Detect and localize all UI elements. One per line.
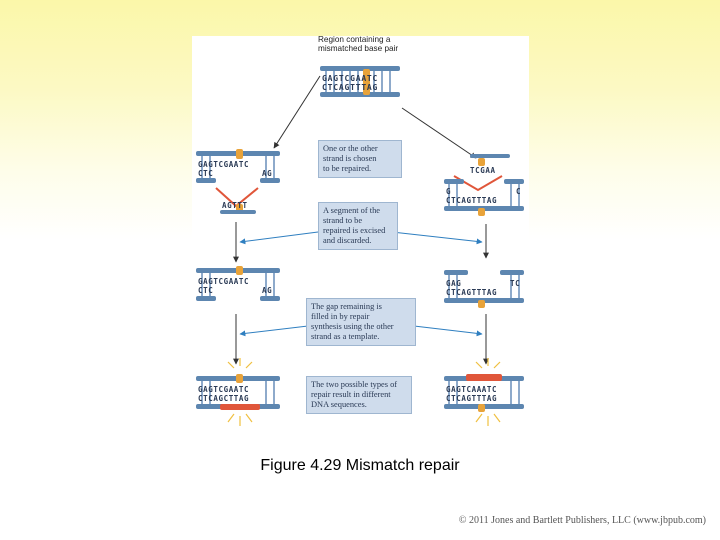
- note-line: and discarded.: [323, 236, 372, 245]
- note-gap-filled: The gap remaining is filled in by repair…: [306, 298, 416, 346]
- right-step2-top-left-seq: GAG: [446, 279, 461, 288]
- left-step1-duplex: GAGTCGAATC CTC AG AGTTT: [196, 149, 280, 214]
- note-line: One or the other: [323, 144, 378, 153]
- note-two-repairs: The two possible types of repair result …: [306, 376, 412, 414]
- note-line: strand to be: [323, 216, 363, 225]
- right-result-duplex: GAGTCAAATC CTCAGTTTAG: [444, 358, 524, 426]
- left-result-repair-patch: [220, 404, 260, 410]
- note-line: repair result in different: [311, 390, 391, 399]
- region-label: Region containing a mismatched base pair: [318, 35, 398, 53]
- right-step2-duplex: GAG TC CTCAGTTTAG: [444, 270, 524, 308]
- pointer-note2-left: [239, 231, 319, 245]
- right-step1-top-right-seq: C: [516, 187, 521, 196]
- top-dna-top-seq: GAGTCGAATC: [322, 74, 378, 83]
- note-segment-excised: A segment of the strand to be repaired i…: [318, 202, 398, 250]
- right-step1-bottom-seq: CTCAGTTTAG: [446, 196, 497, 205]
- note-line: synthesis using the other: [311, 322, 394, 331]
- pointer-note3-right: [413, 325, 483, 337]
- region-label-line: Region containing a: [318, 35, 391, 44]
- pointer-note3-left: [239, 325, 309, 337]
- right-result-burst-top: [475, 358, 501, 369]
- note-line: repaired is excised: [323, 226, 386, 235]
- left-step1-top-seq: GAGTCGAATC: [198, 160, 249, 169]
- mismatch-repair-diagram: GAGTCGAATC CTCAGTTTAG GAGTCGAATC CTC AG …: [196, 66, 524, 426]
- pointer-note2-right: [391, 231, 483, 245]
- left-step2-duplex: GAGTCGAATC CTC AG: [196, 266, 280, 301]
- left-result-bottom-seq: CTCAGCTTAG: [198, 394, 249, 403]
- arrow-to-right-strand: [401, 107, 477, 159]
- note-line: A segment of the: [323, 206, 380, 215]
- figure-caption: Figure 4.29 Mismatch repair: [260, 457, 460, 474]
- right-step1-top-left-seq: G: [446, 187, 451, 196]
- note-line: DNA sequences.: [311, 400, 367, 409]
- right-result-top-seq: GAGTCAAATC: [446, 385, 497, 394]
- left-result-top-seq: GAGTCGAATC: [198, 385, 249, 394]
- note-line: to be repaired.: [323, 164, 372, 173]
- note-strand-chosen: One or the other strand is chosen to be …: [318, 140, 402, 178]
- right-step1-duplex: TCGAA G C CTCAGTTTAG: [444, 154, 524, 216]
- left-step2-top-seq: GAGTCGAATC: [198, 277, 249, 286]
- right-result-repair-patch: [466, 374, 502, 381]
- region-label-line: mismatched base pair: [318, 44, 399, 53]
- left-step2-bottom-right-seq: AG: [262, 286, 272, 295]
- note-line: The gap remaining is: [311, 302, 382, 311]
- figure-panel: GAGTCGAATC CTCAGTTTAG GAGTCGAATC CTC AG …: [192, 35, 529, 430]
- right-result-burst-bottom: [475, 413, 501, 426]
- left-step1-excised-seq: AGTTT: [222, 201, 248, 210]
- right-step2-bottom-seq: CTCAGTTTAG: [446, 288, 497, 297]
- note-line: strand as a template.: [311, 332, 380, 341]
- right-step1-excised-seq: TCGAA: [470, 166, 496, 175]
- left-result-duplex: GAGTCGAATC CTCAGCTTAG: [196, 358, 280, 426]
- note-line: strand is chosen: [323, 154, 377, 163]
- copyright-notice: © 2011 Jones and Bartlett Publishers, LL…: [458, 515, 706, 526]
- left-step1-bottom-left-seq: CTC: [198, 169, 213, 178]
- left-step2-bottom-left-seq: CTC: [198, 286, 213, 295]
- right-step2-top-right-seq: TC: [510, 279, 520, 288]
- top-dna-duplex: GAGTCGAATC CTCAGTTTAG: [320, 66, 400, 97]
- right-result-bottom-seq: CTCAGTTTAG: [446, 394, 497, 403]
- top-dna-bottom-seq: CTCAGTTTAG: [322, 83, 378, 92]
- note-line: filled in by repair: [311, 312, 370, 321]
- note-line: The two possible types of: [311, 380, 398, 389]
- left-step1-bottom-right-seq: AG: [262, 169, 272, 178]
- left-result-burst-bottom: [227, 413, 253, 426]
- left-result-burst-top: [227, 358, 253, 369]
- arrow-to-left-strand: [273, 75, 321, 149]
- mismatch-highlight: [363, 69, 370, 95]
